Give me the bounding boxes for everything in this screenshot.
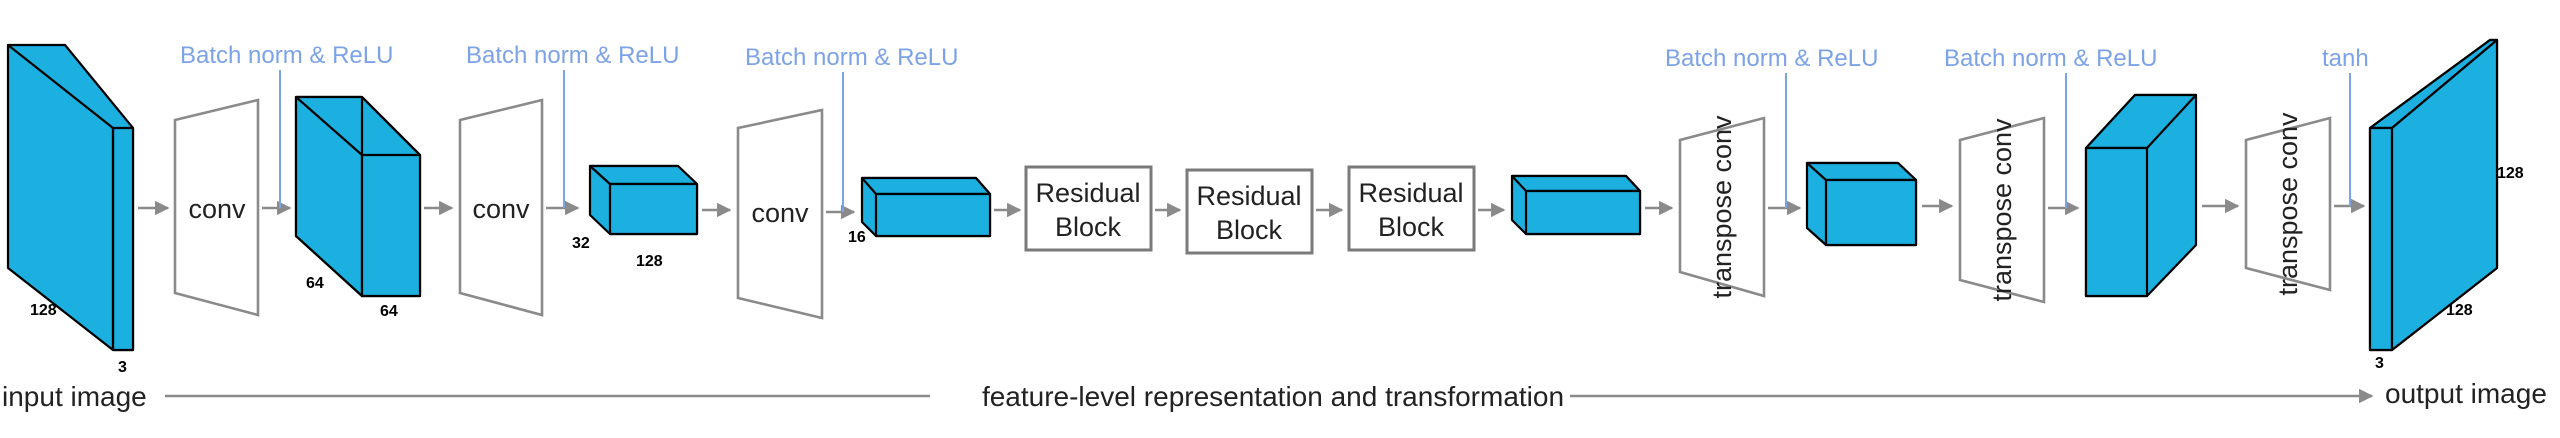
residual-label-line2: Block bbox=[1216, 215, 1283, 245]
block4-height-label: 16 bbox=[848, 229, 866, 246]
feature-block-upsample-2 bbox=[2084, 93, 2198, 298]
transpose-conv1-label: transpose conv bbox=[1707, 115, 1737, 299]
conv2-layer bbox=[458, 98, 544, 317]
feature-block-32 bbox=[588, 164, 699, 236]
batchnorm-relu-label-2: Batch norm & ReLU bbox=[466, 42, 679, 69]
residual-label-line1: Residual bbox=[1196, 181, 1301, 211]
output-height-label: 128 bbox=[2446, 302, 2473, 319]
batchnorm-relu-label-4: Batch norm & ReLU bbox=[1665, 45, 1878, 72]
output-image-block bbox=[2368, 38, 2499, 352]
transpose-conv1-layer bbox=[1678, 116, 1766, 298]
output-depth-label: 3 bbox=[2375, 355, 2384, 372]
residual-block-2: Residual Block bbox=[1185, 168, 1314, 255]
conv1-label: conv bbox=[188, 194, 246, 224]
batchnorm-relu-label-1: Batch norm & ReLU bbox=[180, 42, 393, 69]
feature-block-residual-out bbox=[1510, 174, 1642, 236]
input-height-label: 128 bbox=[30, 302, 57, 319]
conv3-layer bbox=[736, 108, 824, 320]
input-image-label: input image bbox=[2, 381, 147, 412]
residual-label-line1: Residual bbox=[1035, 178, 1140, 208]
input-depth-label: 3 bbox=[118, 359, 127, 376]
residual-block-1: Residual Block bbox=[1024, 165, 1153, 252]
output-width-label: 128 bbox=[2497, 165, 2524, 182]
feature-block-16 bbox=[860, 176, 992, 238]
conv1-layer bbox=[173, 98, 260, 317]
residual-label-line2: Block bbox=[1055, 212, 1122, 242]
block2-depth-label: 64 bbox=[380, 303, 398, 320]
block3-depth-label: 128 bbox=[636, 253, 663, 270]
feature-level-label: feature-level representation and transfo… bbox=[982, 381, 1564, 412]
residual-label-line1: Residual bbox=[1358, 178, 1463, 208]
batchnorm-relu-label-5: Batch norm & ReLU bbox=[1944, 45, 2157, 72]
conv3-label: conv bbox=[751, 198, 809, 228]
transpose-conv2-layer bbox=[1958, 116, 2046, 304]
conv2-label: conv bbox=[472, 194, 530, 224]
feature-block-64 bbox=[294, 95, 422, 298]
input-image-block bbox=[6, 43, 135, 352]
transpose-conv3-layer bbox=[2244, 116, 2332, 292]
transpose-conv3-label: transpose conv bbox=[2273, 112, 2303, 296]
residual-block-3: Residual Block bbox=[1347, 165, 1476, 252]
tanh-label: tanh bbox=[2322, 45, 2369, 72]
transpose-conv2-label: transpose conv bbox=[1987, 118, 2017, 302]
block2-height-label: 64 bbox=[306, 275, 324, 292]
batchnorm-relu-label-3: Batch norm & ReLU bbox=[745, 44, 958, 71]
residual-label-line2: Block bbox=[1378, 212, 1445, 242]
output-image-label: output image bbox=[2385, 378, 2547, 409]
feature-block-upsample-1 bbox=[1805, 161, 1918, 247]
block3-height-label: 32 bbox=[572, 235, 590, 252]
